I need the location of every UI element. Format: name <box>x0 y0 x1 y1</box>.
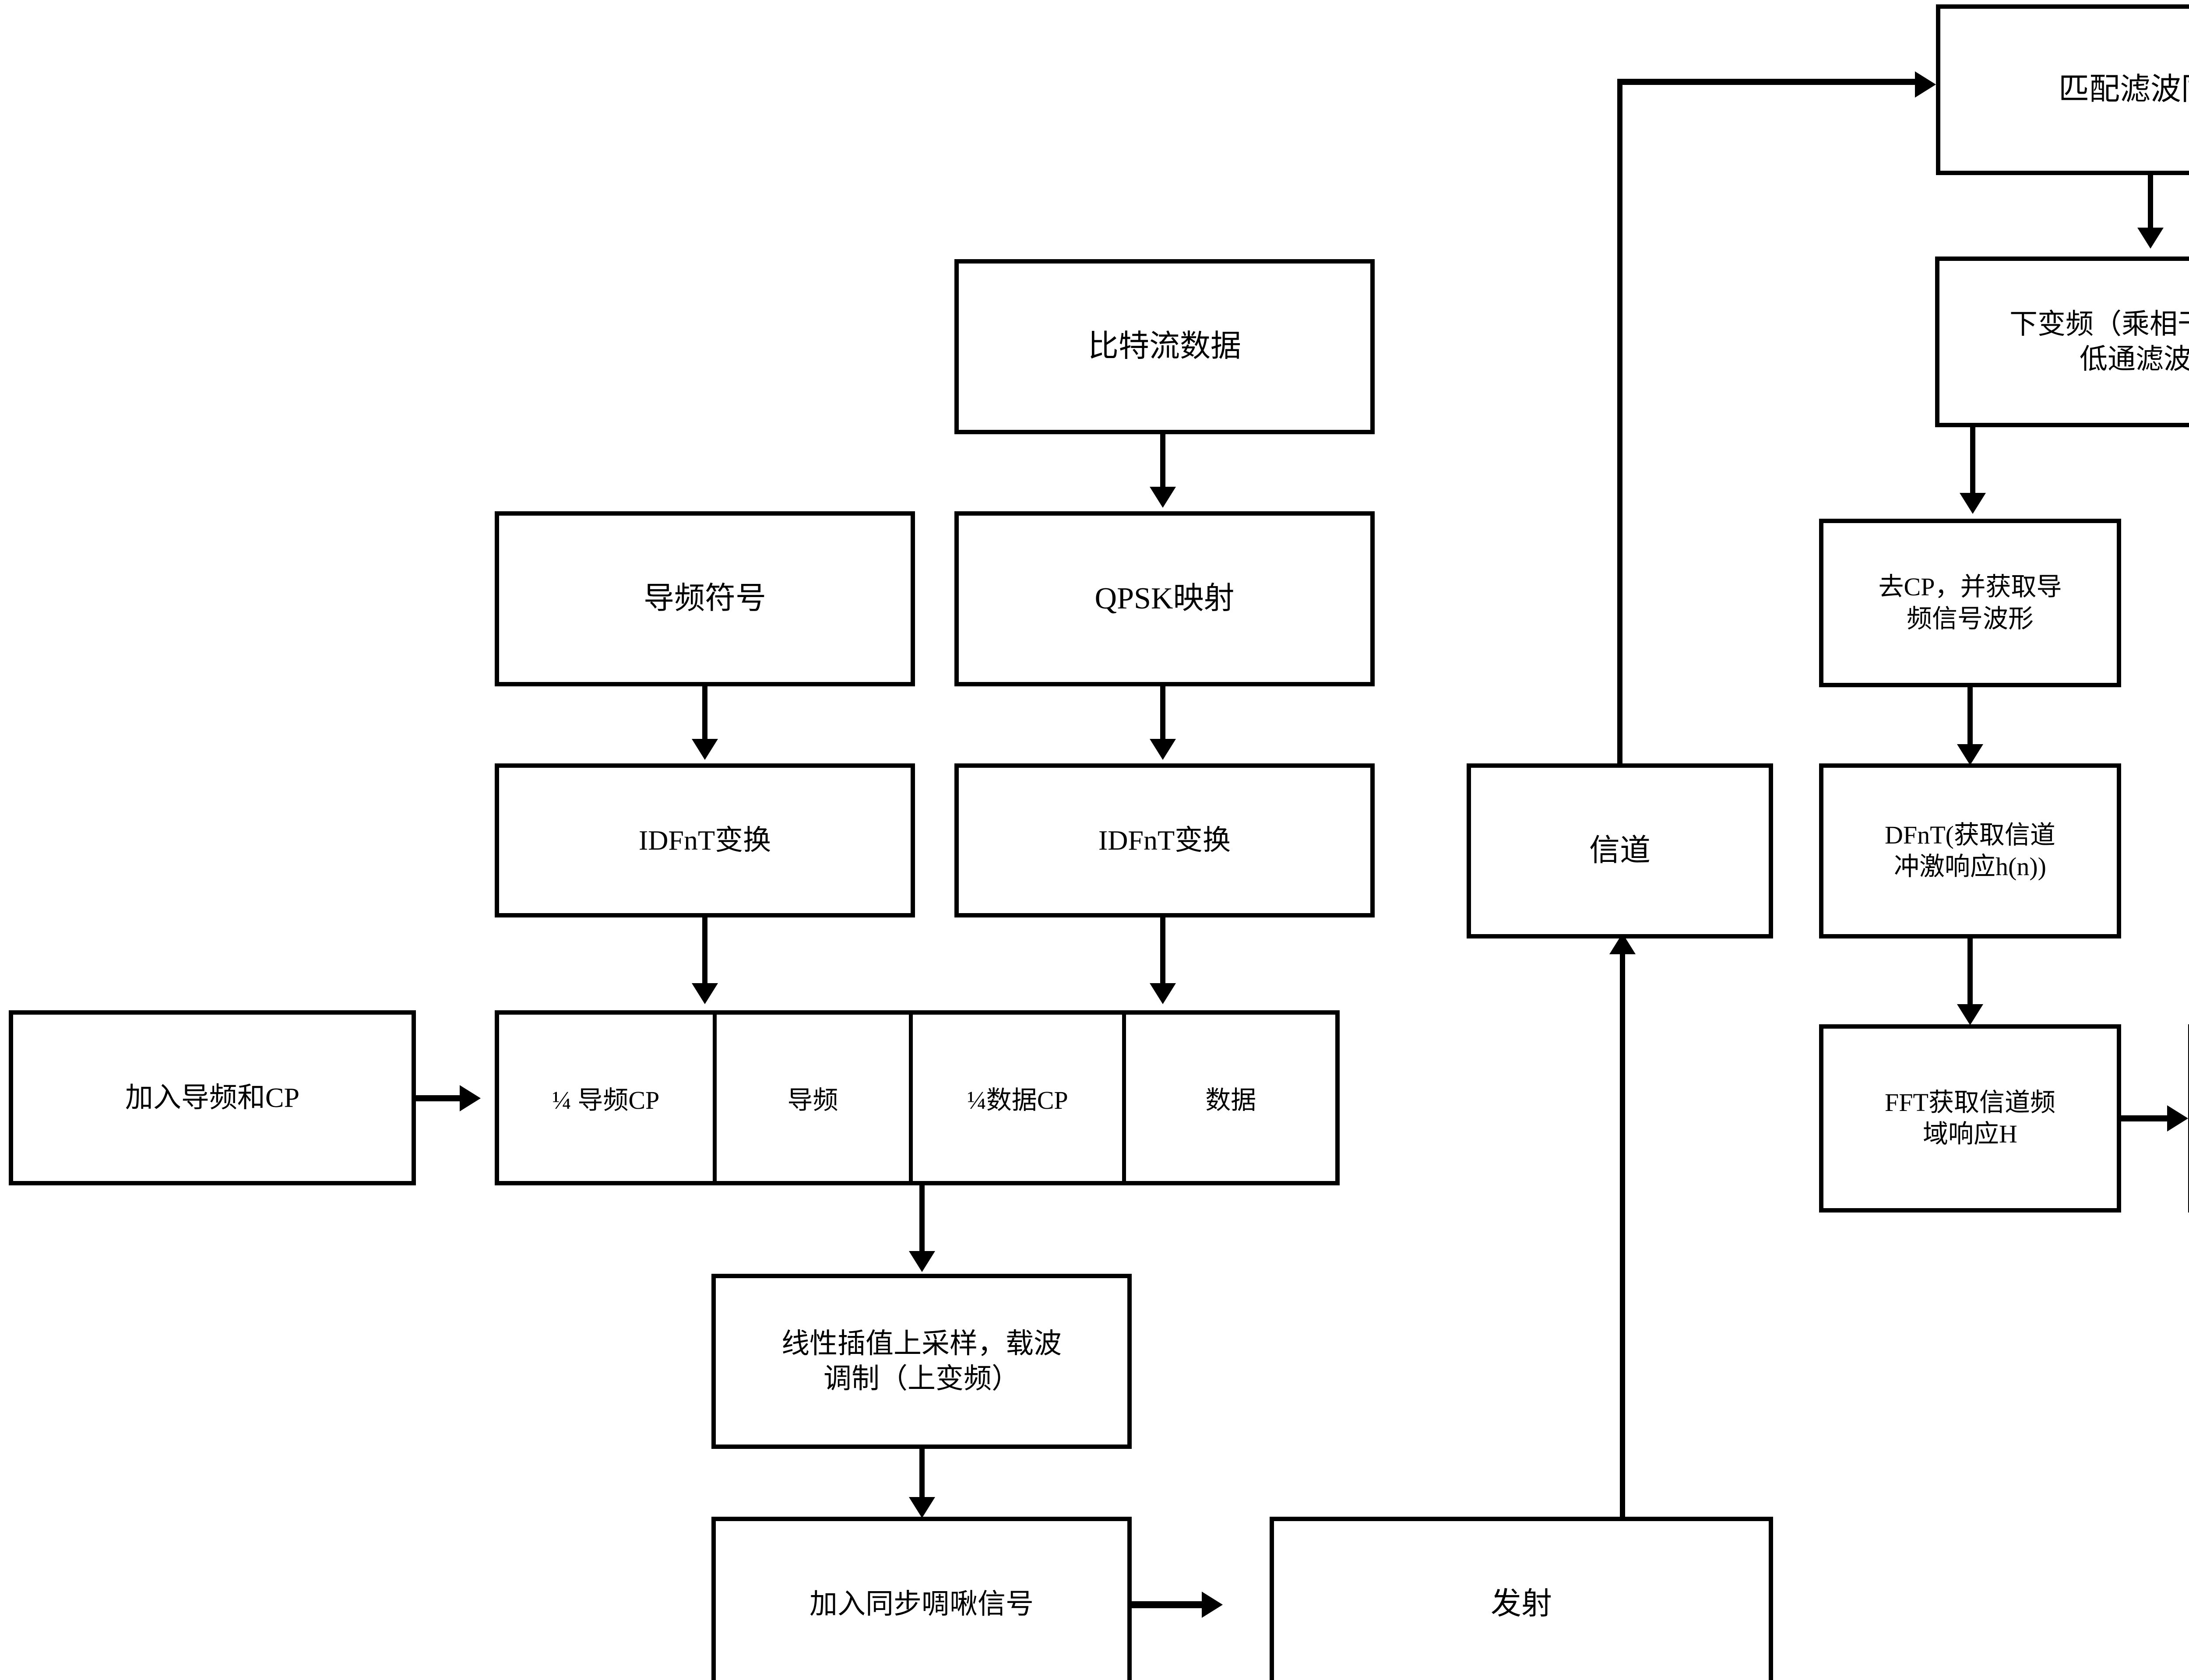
node-add-chirp[interactable]: 加入同步啁啾信号 <box>711 1517 1132 1680</box>
node-dfnt[interactable]: DFnT(获取信道 冲激响应h(n)) <box>1819 763 2121 938</box>
frame-structure-row: ¼ 导频CP 导频 ¼数据CP 数据 <box>495 1010 1340 1185</box>
node-fft-channel-h-label: FFT获取信道频 域响应H <box>1885 1088 2055 1149</box>
edge-transmit-to-channel <box>1620 954 1625 1519</box>
edge-dfnt-to-fft-h-head <box>1957 1004 1983 1025</box>
node-idfnt-pilot-label: IDFnT变换 <box>638 825 771 856</box>
frame-cell-pilot-cp[interactable]: ¼ 导频CP <box>499 1015 717 1181</box>
node-idfnt-pilot[interactable]: IDFnT变换 <box>495 763 915 917</box>
edge-bitstream-to-qpsk-head <box>1150 487 1176 508</box>
edge-idfnt-data-to-frame <box>1160 917 1165 983</box>
node-bitstream-label: 比特流数据 <box>1088 330 1241 364</box>
node-idfnt-data-label: IDFnT变换 <box>1098 825 1231 856</box>
node-downconvert-label: 下变频（乘相干载波， 低通滤波） <box>2010 309 2189 375</box>
edge-dfnt-to-fft-h <box>1967 938 1973 1004</box>
node-dfnt-label: DFnT(获取信道 冲激响应h(n)) <box>1885 820 2055 881</box>
node-fft-channel-h[interactable]: FFT获取信道频 域响应H <box>1819 1024 2121 1213</box>
edge-pilot-to-idfnt-head <box>692 739 718 760</box>
edge-channel-to-sync-head <box>1915 71 1936 98</box>
edge-bitstream-to-qpsk <box>1160 434 1165 487</box>
edge-qpsk-to-idfnt-head <box>1150 739 1176 760</box>
node-qpsk-mapping-label: QPSK映射 <box>1094 582 1235 616</box>
node-matched-filter-sync[interactable]: 匹配滤波同步 <box>1936 4 2189 175</box>
edge-frame-to-upsample-head <box>909 1251 935 1272</box>
edge-chirp-to-transmit <box>1132 1601 1202 1608</box>
node-qpsk-mapping[interactable]: QPSK映射 <box>954 511 1375 686</box>
edge-ffth-to-mmse <box>2121 1115 2167 1121</box>
node-remove-cp-pilot[interactable]: 去CP，并获取导 频信号波形 <box>1819 519 2121 687</box>
edge-frame-to-upsample <box>919 1185 925 1251</box>
node-channel-label: 信道 <box>1589 834 1651 868</box>
edge-idfnt-pilot-to-frame-head <box>692 983 718 1004</box>
edge-channel-to-sync-horizontal <box>1617 79 1915 85</box>
edge-idfnt-pilot-to-frame <box>702 917 707 983</box>
node-bitstream[interactable]: 比特流数据 <box>954 259 1375 434</box>
frame-cell-data[interactable]: 数据 <box>1126 1015 1335 1181</box>
edge-qpsk-to-idfnt <box>1160 686 1165 739</box>
edge-sync-to-downconvert <box>2148 175 2153 228</box>
edge-removecp-pilot-to-dfnt-head <box>1957 744 1983 765</box>
node-add-pilot-cp[interactable]: 加入导频和CP <box>9 1010 416 1185</box>
node-pilot-symbol[interactable]: 导频符号 <box>495 511 915 686</box>
node-matched-filter-sync-label: 匹配滤波同步 <box>2059 73 2189 107</box>
node-idfnt-data[interactable]: IDFnT变换 <box>954 763 1375 917</box>
edge-channel-to-sync-vertical <box>1617 79 1622 766</box>
edge-ffth-to-mmse-head <box>2167 1105 2188 1132</box>
edge-upsample-to-chirp <box>919 1449 925 1497</box>
node-remove-cp-pilot-label: 去CP，并获取导 频信号波形 <box>1878 573 2062 633</box>
node-transmit[interactable]: 发射 <box>1270 1517 1773 1680</box>
frame-cell-pilot-cp-label: ¼ 导频CP <box>552 1086 660 1114</box>
edge-chirp-to-transmit-head <box>1202 1592 1223 1618</box>
node-upsample-modulate-label: 线性插值上采样，载波 调制（上变频） <box>781 1328 1062 1394</box>
edge-downconvert-to-removecp-pilot <box>1970 427 1975 493</box>
frame-cell-data-cp-label: ¼数据CP <box>967 1086 1068 1114</box>
node-upsample-modulate[interactable]: 线性插值上采样，载波 调制（上变频） <box>711 1274 1132 1449</box>
edge-addcp-to-frame-head <box>460 1085 481 1111</box>
frame-cell-pilot[interactable]: 导频 <box>717 1015 913 1181</box>
frame-cell-pilot-label: 导频 <box>787 1086 838 1114</box>
edge-pilot-to-idfnt <box>702 686 707 739</box>
edge-addcp-to-frame <box>416 1095 460 1101</box>
frame-cell-data-label: 数据 <box>1205 1086 1256 1114</box>
edge-downconvert-to-removecp-pilot-head <box>1960 493 1986 514</box>
edge-sync-to-downconvert-head <box>2137 228 2164 249</box>
node-channel[interactable]: 信道 <box>1467 763 1773 938</box>
node-transmit-label: 发射 <box>1491 1587 1552 1621</box>
edge-idfnt-data-to-frame-head <box>1150 983 1176 1004</box>
edge-upsample-to-chirp-head <box>909 1497 935 1518</box>
node-add-chirp-label: 加入同步啁啾信号 <box>809 1589 1034 1620</box>
node-mmse-equalize[interactable]: 利用H通过MMSE获得G后 进行信道频域均衡后 再进行IFFT获得解调波 形 <box>2188 1024 2189 1213</box>
node-downconvert[interactable]: 下变频（乘相干载波， 低通滤波） <box>1935 257 2189 427</box>
node-pilot-symbol-label: 导频符号 <box>644 582 766 616</box>
node-add-pilot-cp-label: 加入导频和CP <box>125 1082 300 1113</box>
edge-removecp-pilot-to-dfnt <box>1967 687 1973 744</box>
frame-cell-data-cp[interactable]: ¼数据CP <box>913 1015 1126 1181</box>
